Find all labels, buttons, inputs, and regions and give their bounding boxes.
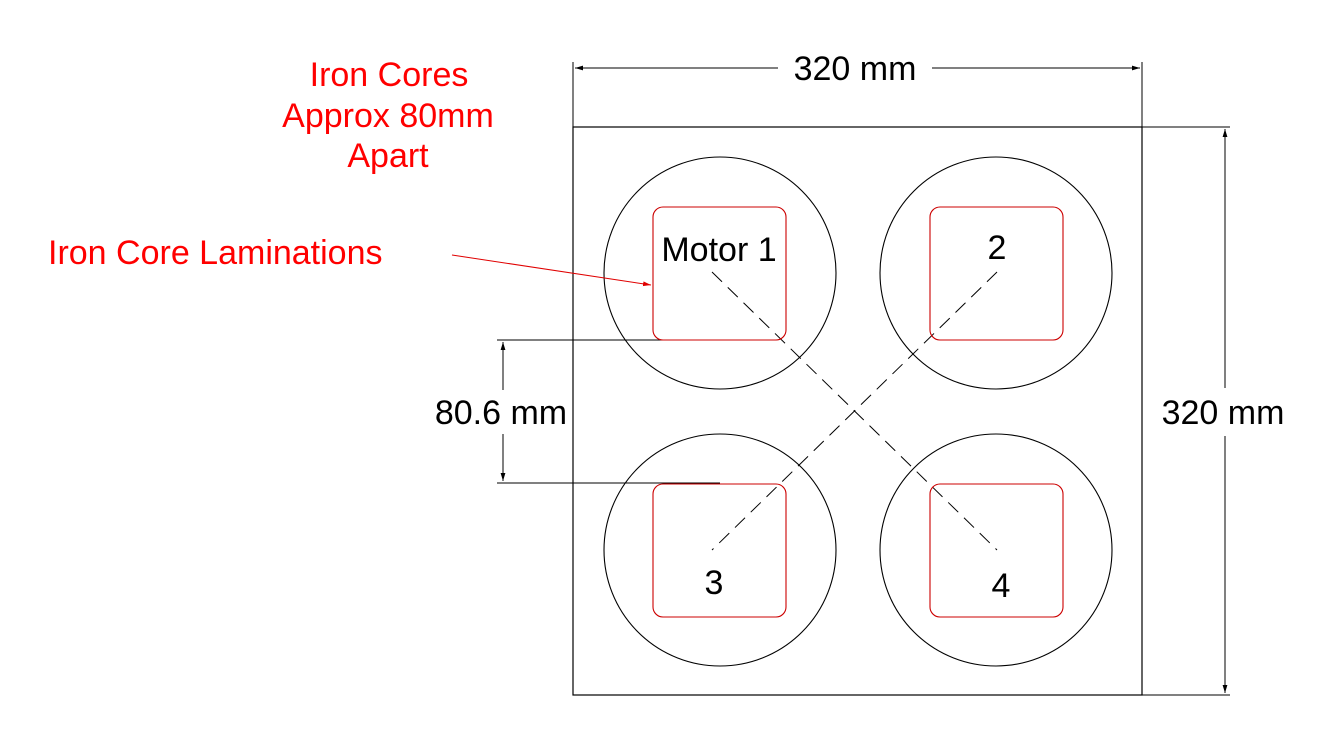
width-dimension-label: 320 mm xyxy=(794,50,917,88)
laminations-label: Iron Core Laminations xyxy=(48,234,383,272)
motor-1-label: Motor 1 xyxy=(661,231,776,269)
motor-3-label: 3 xyxy=(705,564,724,602)
cores-note-line-3: Apart xyxy=(347,137,429,175)
spacing-dimension: 80.6 mm xyxy=(435,339,720,484)
motor-2-label: 2 xyxy=(988,229,1007,267)
base-plate xyxy=(572,126,1143,696)
cores-note-line-1: Iron Cores xyxy=(310,56,469,94)
diagonal-2-3 xyxy=(711,271,998,551)
height-dimension-label: 320 mm xyxy=(1162,394,1285,432)
cores-note-line-2: Approx 80mm xyxy=(282,97,494,135)
motor-1: Motor 1 xyxy=(603,156,837,390)
motor-3-housing xyxy=(603,433,837,667)
motor-2-housing xyxy=(879,156,1113,390)
laminations-callout: Iron Core Laminations xyxy=(48,234,652,287)
motor-4-core xyxy=(929,483,1064,618)
motor-3: 3 xyxy=(603,433,837,667)
motor-1-housing xyxy=(603,156,837,390)
cores-note: Iron Cores Approx 80mm Apart xyxy=(282,56,494,175)
spacing-dimension-label: 80.6 mm xyxy=(435,394,567,432)
motor-3-core xyxy=(652,483,787,618)
motor-1-core xyxy=(652,206,787,341)
motor-4-housing xyxy=(879,433,1113,667)
motor-2: 2 xyxy=(879,156,1113,390)
motor-4: 4 xyxy=(879,433,1113,667)
width-dimension: 320 mm xyxy=(572,50,1143,127)
motor-4-label: 4 xyxy=(992,567,1011,605)
motor-2-core xyxy=(929,206,1064,341)
height-dimension: 320 mm xyxy=(1142,126,1285,696)
laminations-leader xyxy=(451,254,652,287)
